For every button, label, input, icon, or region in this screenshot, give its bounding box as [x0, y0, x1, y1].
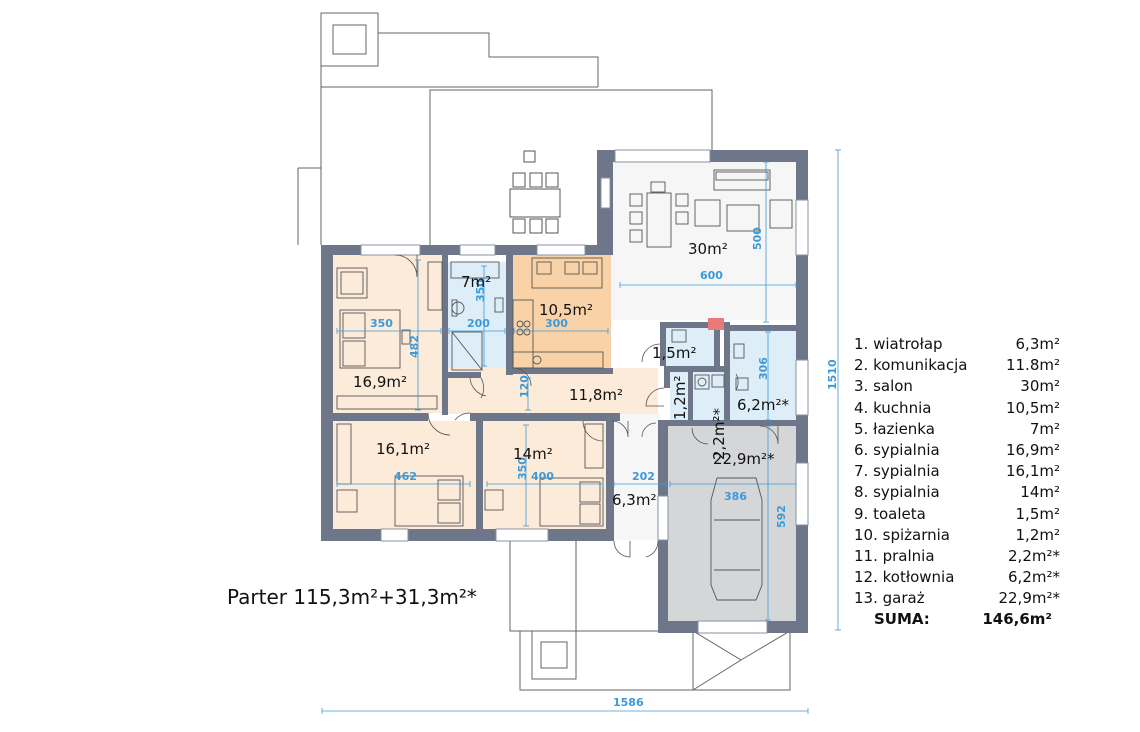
room-floors	[333, 160, 798, 621]
legend-room-name: 3. salon	[854, 377, 913, 396]
wc-floor	[666, 328, 714, 366]
legend-room-area: 22,9m²*	[998, 589, 1060, 608]
legend-total-row: SUMA: 146,6m²	[848, 609, 1060, 630]
legend-room-name: 6. sypialnia	[854, 440, 940, 459]
legend-row: 6. sypialnia 16,9m²	[848, 440, 1060, 461]
legend-room-area: 30m²	[1020, 377, 1060, 396]
dimension-label: 350	[516, 457, 529, 480]
dimension-label: 592	[775, 505, 788, 528]
boiler-floor	[730, 331, 798, 426]
legend-room-name: 13. garaż	[854, 589, 925, 608]
legend-row: 8. sypialnia 14m²	[848, 482, 1060, 503]
pantry-floor	[670, 372, 692, 422]
legend-row: 3. salon 30m²	[848, 376, 1060, 397]
legend-room-area: 7m²	[1029, 419, 1060, 438]
legend-row: 2. komunikacja 11.8m²	[848, 355, 1060, 376]
dimension-label: 386	[724, 490, 747, 503]
dimension-label: 306	[757, 357, 770, 380]
walls	[321, 150, 808, 633]
dimension-label: 400	[531, 470, 554, 483]
dimension-label: 202	[632, 470, 655, 483]
legend-row: 10. spiżarnia 1,2m²	[848, 525, 1060, 546]
legend-room-name: 7. sypialnia	[854, 462, 940, 481]
legend-room-area: 11.8m²	[1005, 356, 1060, 375]
dimension-label: 500	[751, 227, 764, 250]
legend-room-area: 14m²	[1020, 483, 1060, 502]
legend-total-value: 146,6m²	[982, 610, 1052, 629]
bathroom-floor	[448, 262, 506, 374]
salon-floor	[610, 160, 798, 320]
legend-room-area: 10,5m²	[1005, 398, 1060, 417]
bedroom-1-floor	[333, 255, 445, 413]
dimension-label: 350	[474, 279, 487, 302]
floor-title: Parter 115,3m²+31,3m²*	[227, 585, 477, 609]
legend-room-area: 6,2m²*	[1008, 568, 1060, 587]
room-area-wiatrolap: 6,3m²	[612, 491, 656, 509]
legend-room-area: 1,2m²	[1015, 525, 1060, 544]
vestibule-floor	[612, 414, 660, 540]
legend-room-area: 16,9m²	[1005, 440, 1060, 459]
legend-total-label: SUMA:	[874, 610, 930, 629]
room-area-garaz: 22,9m²*	[713, 450, 775, 468]
room-area-kotlownia: 6,2m²*	[737, 396, 789, 414]
terrace-dining-set	[509, 150, 561, 234]
dimension-label: 120	[518, 375, 531, 398]
legend-row: 1. wiatrołap 6,3m²	[848, 334, 1060, 355]
dimension-label: 1586	[613, 696, 644, 709]
dimension-label: 462	[394, 470, 417, 483]
room-area-kuchnia: 10,5m²	[539, 301, 593, 319]
legend-row: 11. pralnia 2,2m²*	[848, 546, 1060, 567]
legend-room-name: 2. komunikacja	[854, 356, 968, 375]
legend-row: 7. sypialnia 16,1m²	[848, 461, 1060, 482]
legend-row: 5. łazienka 7m²	[848, 419, 1060, 440]
legend-row: 4. kuchnia 10,5m²	[848, 398, 1060, 419]
room-area-spizarnia: 1,2m²	[671, 376, 689, 420]
garage-floor	[668, 426, 798, 621]
legend-room-name: 9. toaleta	[854, 504, 926, 523]
exterior-outlines	[297, 12, 791, 691]
legend-row: 13. garaż 22,9m²*	[848, 588, 1060, 609]
legend-room-name: 10. spiżarnia	[854, 525, 950, 544]
room-legend: 1. wiatrołap 6,3m² 2. komunikacja 11.8m² 3…	[848, 334, 1060, 631]
room-area-pralnia: 2,2m²*	[710, 408, 728, 460]
legend-room-name: 8. sypialnia	[854, 483, 940, 502]
dimension-label: 482	[408, 335, 421, 358]
room-area-lazienka: 7m²	[461, 273, 491, 291]
radiator	[708, 318, 724, 330]
legend-room-name: 4. kuchnia	[854, 398, 932, 417]
room-area-labels: 30m² 7m² 10,5m² 1,5m² 16,9m² 11,8m² 1,2m…	[353, 240, 789, 509]
legend-room-name: 11. pralnia	[854, 546, 935, 565]
bedroom-3-floor	[483, 421, 606, 529]
legend-room-area: 2,2m²*	[1008, 546, 1060, 565]
room-area-toaleta: 1,5m²	[652, 344, 696, 362]
legend-room-name: 5. łazienka	[854, 419, 935, 438]
laundry-floor	[693, 372, 728, 426]
room-area-sypialnia-1: 16,9m²	[353, 373, 407, 391]
room-area-komunikacja: 11,8m²	[569, 386, 623, 404]
dimension-label: 350	[370, 317, 393, 330]
legend-room-name: 1. wiatrołap	[854, 335, 943, 353]
legend-row: 9. toaleta 1,5m²	[848, 504, 1060, 525]
windows	[360, 149, 809, 634]
legend-room-name: 12. kotłownia	[854, 568, 955, 587]
dimension-label: 300	[545, 317, 568, 330]
furniture	[336, 169, 793, 601]
legend-room-area: 1,5m²	[1015, 504, 1060, 523]
legend-row: 12. kotłownia 6,2m²*	[848, 567, 1060, 588]
legend-room-area: 16,1m²	[1005, 462, 1060, 481]
dimension-label: 200	[467, 317, 490, 330]
room-area-salon: 30m²	[688, 240, 728, 258]
legend-room-area: 6,3m²	[1015, 335, 1060, 353]
dimension-label: 1510	[826, 359, 839, 390]
dimension-label: 600	[700, 269, 723, 282]
room-area-sypialnia-3: 14m²	[513, 445, 553, 463]
room-area-sypialnia-2: 16,1m²	[376, 440, 430, 458]
